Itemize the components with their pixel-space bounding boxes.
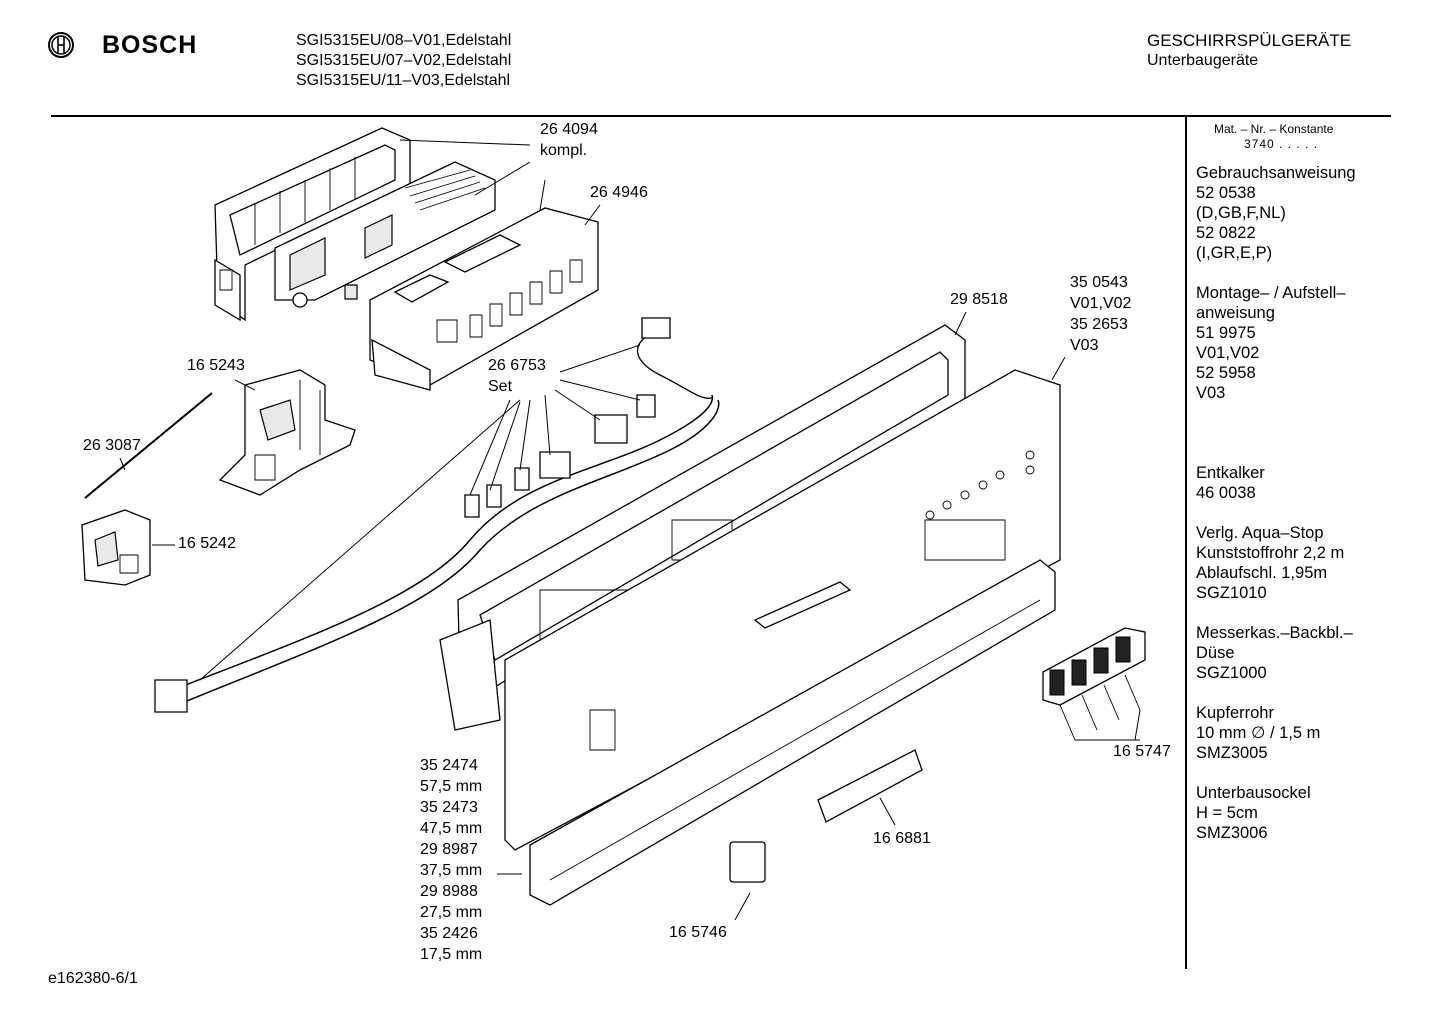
bosch-armature-icon <box>48 32 74 58</box>
accessory-block: Unterbausockel H = 5cm SMZ3006 <box>1196 783 1386 843</box>
accessory-line: SMZ3005 <box>1196 744 1268 762</box>
accessory-line: SMZ3006 <box>1196 824 1268 842</box>
brand-name: BOSCH <box>102 31 198 59</box>
control-frame-part <box>215 128 410 320</box>
door-lock-part <box>220 370 355 495</box>
accessory-block: Verlg. Aqua–Stop Kunststoffrohr 2,2 m Ab… <box>1196 523 1386 603</box>
callout-350543: 35 0543 V01,V02 35 2653 V03 <box>1070 272 1131 356</box>
accessory-line: Verlg. Aqua–Stop <box>1196 524 1324 542</box>
callout-264946: 26 4946 <box>590 184 648 201</box>
leader-lines <box>120 140 1140 920</box>
knob-part <box>730 842 765 882</box>
callout-298518: 29 8518 <box>950 291 1008 308</box>
category-title: GESCHIRRSPÜLGERÄTE Unterbaugeräte <box>1147 31 1351 71</box>
accessory-line: 46 0038 <box>1196 484 1256 502</box>
accessory-line: Kupferrohr <box>1196 704 1274 722</box>
accessory-line: Kunststoffrohr 2,2 m <box>1196 544 1345 562</box>
accessory-line: V01,V02 <box>1196 344 1260 362</box>
variant-height: 27,5 mm <box>420 904 483 921</box>
sidebar-divider <box>1185 117 1187 969</box>
cable-set-part <box>155 318 719 712</box>
callout-165243: 16 5243 <box>187 357 245 374</box>
category-line: GESCHIRRSPÜLGERÄTE <box>1147 31 1352 50</box>
callout-note: V03 <box>1070 337 1099 354</box>
callout-166881: 16 6881 <box>873 830 931 847</box>
accessory-line: Düse <box>1196 644 1235 662</box>
callout-note: kompl. <box>540 142 588 159</box>
accessory-block: Messerkas.–Backbl.– Düse SGZ1000 <box>1196 623 1386 683</box>
variant-height: 57,5 mm <box>420 778 483 795</box>
header-divider <box>51 115 1391 117</box>
accessory-line: 52 0538 <box>1196 184 1256 202</box>
accessory-line: Unterbausockel <box>1196 784 1311 802</box>
accessory-line: Ablaufschl. 1,95m <box>1196 564 1328 582</box>
mat-number-header: Mat. – Nr. – Konstante <box>1214 122 1334 136</box>
model-line: SGI5315EU/11–V03,Edelstahl <box>296 72 511 89</box>
model-line: SGI5315EU/08–V01,Edelstahl <box>296 32 512 49</box>
variant-part-number: 35 2473 <box>420 799 478 816</box>
accessory-line: anweisung <box>1196 304 1275 322</box>
accessory-line: 10 mm ∅ / 1,5 m <box>1196 724 1321 742</box>
callout-note: Set <box>488 378 513 395</box>
callout-165747: 16 5747 <box>1113 743 1171 760</box>
variant-height: 47,5 mm <box>420 820 483 837</box>
callout-part-number: 35 2653 <box>1070 316 1128 333</box>
plinth-variants-list: 35 2474 57,5 mm 35 2473 47,5 mm 29 8987 … <box>420 755 482 965</box>
accessory-block: Gebrauchsanweisung 52 0538 (D,GB,F,NL) 5… <box>1196 163 1386 263</box>
subcategory-line: Unterbaugeräte <box>1147 52 1259 69</box>
accessory-line: 52 5958 <box>1196 364 1256 382</box>
accessory-line: (I,GR,E,P) <box>1196 244 1273 262</box>
variant-height: 17,5 mm <box>420 946 483 963</box>
model-list: SGI5315EU/08–V01,Edelstahl SGI5315EU/07–… <box>296 31 511 91</box>
variant-part-number: 29 8988 <box>420 883 478 900</box>
button-set-part <box>1043 628 1145 740</box>
callout-264094: 26 4094 kompl. <box>540 119 598 161</box>
variant-part-number: 35 2474 <box>420 757 478 774</box>
accessory-line: SGZ1000 <box>1196 664 1267 682</box>
callout-266753: 26 6753 Set <box>488 355 546 397</box>
variant-height: 37,5 mm <box>420 862 483 879</box>
front-panel-part <box>505 370 1060 850</box>
callout-263087: 26 3087 <box>83 437 141 454</box>
callout-part-number: 35 0543 <box>1070 274 1128 291</box>
accessory-line: Montage– / Aufstell– <box>1196 284 1346 302</box>
accessory-line: 51 9975 <box>1196 324 1256 342</box>
pcb-board-part <box>275 162 495 307</box>
accessory-line: (D,GB,F,NL) <box>1196 204 1286 222</box>
control-housing-part <box>370 208 598 390</box>
accessory-block: Entkalker 46 0038 <box>1196 463 1386 503</box>
model-line: SGI5315EU/07–V02,Edelstahl <box>296 52 512 69</box>
brand-logo <box>46 30 76 60</box>
accessory-line: Gebrauchsanweisung <box>1196 164 1356 182</box>
accessory-line: 52 0822 <box>1196 224 1256 242</box>
sidebar: Mat. – Nr. – Konstante 3740 . . . . . Ge… <box>1196 122 1386 843</box>
callout-part-number: 26 4094 <box>540 121 598 138</box>
accessory-line: SGZ1010 <box>1196 584 1267 602</box>
accessory-line: V03 <box>1196 384 1226 402</box>
mat-number-value: 3740 . . . . . <box>1244 137 1319 151</box>
plinth-part <box>530 560 1055 905</box>
switch-part <box>82 510 150 585</box>
accessory-line: Entkalker <box>1196 464 1265 482</box>
strip-part <box>818 750 922 822</box>
callout-165242: 16 5242 <box>178 535 236 552</box>
callout-part-number: 26 6753 <box>488 357 546 374</box>
accessory-line: Messerkas.–Backbl.– <box>1196 624 1353 642</box>
callout-note: V01,V02 <box>1070 295 1132 312</box>
callout-165746: 16 5746 <box>669 924 727 941</box>
variant-part-number: 35 2426 <box>420 925 478 942</box>
drawing-code: e162380-6/1 <box>48 970 138 987</box>
variant-part-number: 29 8987 <box>420 841 478 858</box>
accessory-line: H = 5cm <box>1196 804 1258 822</box>
rod-part <box>85 393 212 498</box>
accessory-block: Montage– / Aufstell– anweisung 51 9975 V… <box>1196 283 1386 403</box>
accessory-block: Kupferrohr 10 mm ∅ / 1,5 m SMZ3005 <box>1196 703 1386 763</box>
